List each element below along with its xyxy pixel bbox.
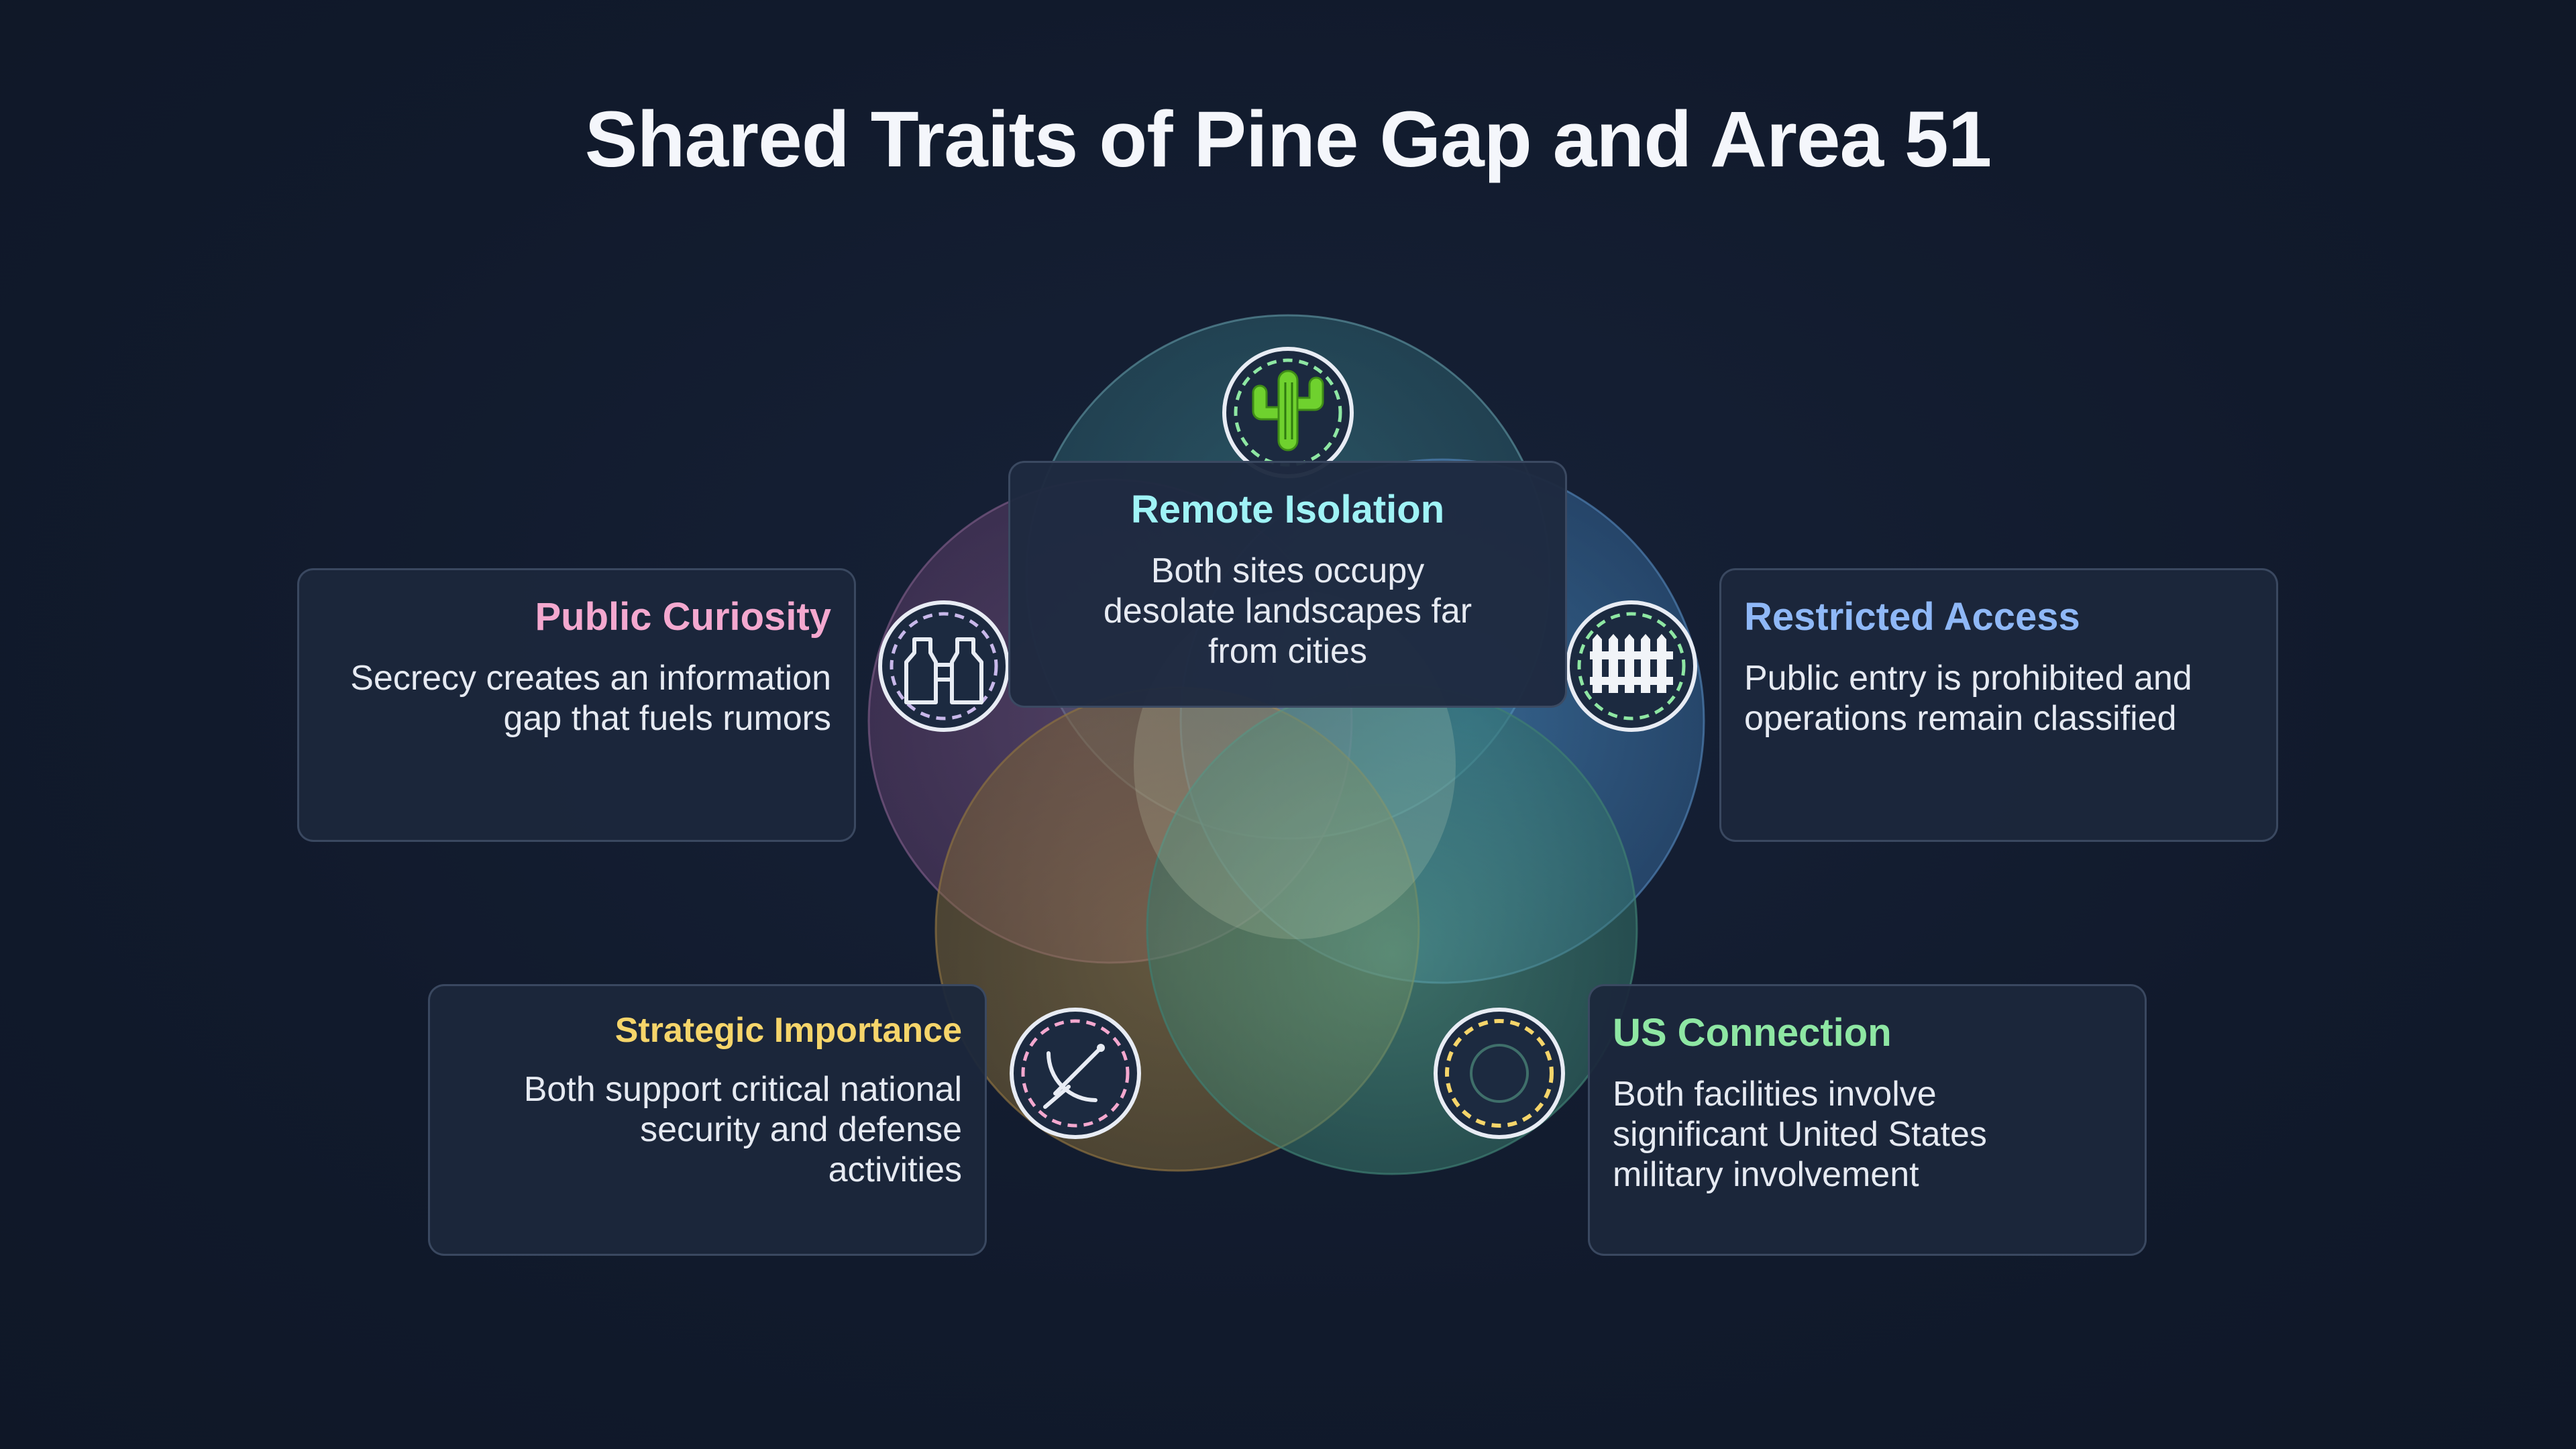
trait-heading-us-connection: US Connection [1613,1011,1892,1055]
trait-heading-remote-isolation: Remote Isolation [1130,488,1445,531]
trait-body-restricted-access: Public entry is prohibited and operation… [1744,659,2192,738]
page-title: Shared Traits of Pine Gap and Area 51 [584,95,1992,184]
fence-icon [1566,600,1697,732]
trait-heading-strategic-importance: Strategic Importance [614,1011,962,1050]
trait-body-public-curiosity: Secrecy creates an information gap that … [350,659,831,738]
trait-heading-restricted-access: Restricted Access [1744,595,2080,639]
trait-card-us-connection: US Connection Both facilities involve si… [1588,984,2147,1256]
target-circle-icon [1434,1008,1565,1139]
cactus-icon [1222,347,1354,478]
satellite-dish-icon [1010,1008,1141,1139]
trait-heading-public-curiosity: Public Curiosity [535,595,831,639]
trait-card-public-curiosity: Public Curiosity Secrecy creates an info… [297,568,856,842]
trait-body-us-connection: Both facilities involve significant Unit… [1613,1075,1987,1194]
binoculars-icon [878,600,1010,732]
trait-body-remote-isolation: Both sites occupy desolate landscapes fa… [1103,551,1472,671]
trait-card-restricted-access: Restricted Access Public entry is prohib… [1719,568,2278,842]
trait-card-remote-isolation: Remote Isolation Both sites occupy desol… [1008,461,1567,708]
trait-card-strategic-importance: Strategic Importance Both support critic… [428,984,987,1256]
trait-body-strategic-importance: Both support critical national security … [523,1070,962,1189]
